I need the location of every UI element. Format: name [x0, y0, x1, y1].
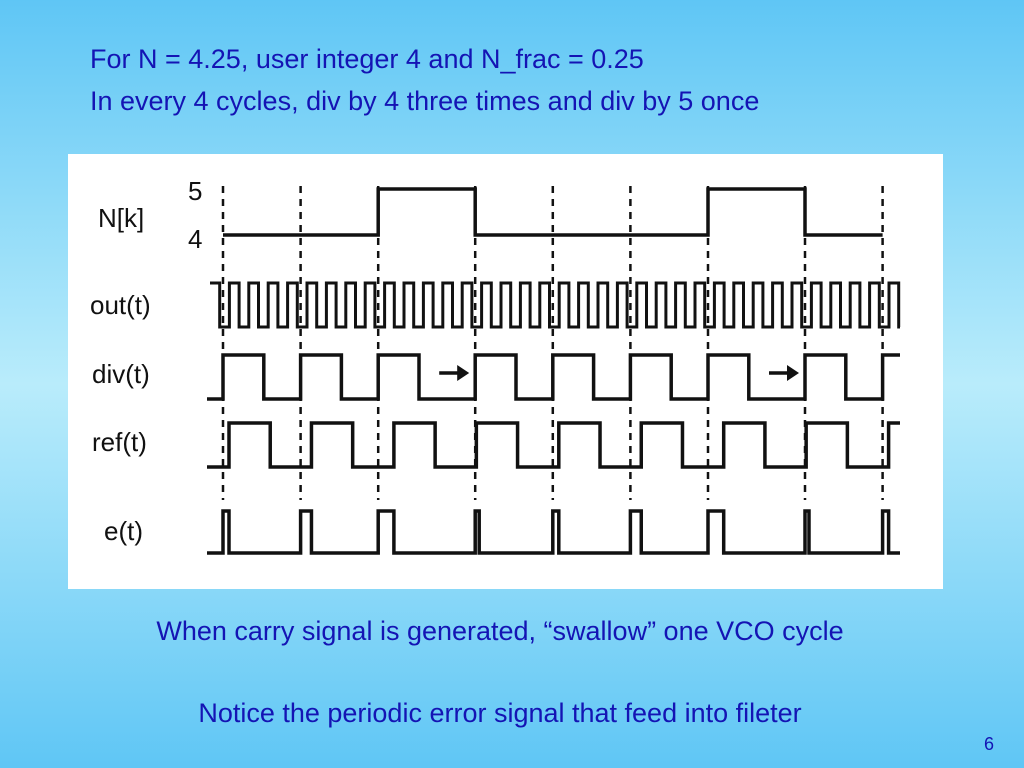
label-e: e(t) — [104, 516, 143, 546]
page-number: 6 — [984, 734, 995, 754]
level-4: 4 — [188, 224, 202, 254]
ref-trace — [207, 421, 900, 469]
label-ref: ref(t) — [92, 427, 147, 457]
timing-diagram-panel: N[k] out(t) div(t) ref(t) e(t) 5 4 — [68, 154, 943, 589]
swallow-arrow-head-6 — [787, 365, 799, 381]
div-trace — [207, 353, 900, 401]
error-note: Notice the periodic error signal that fe… — [198, 698, 802, 728]
heading-line-1: For N = 4.25, user integer 4 and N_frac … — [90, 44, 644, 74]
swallow-arrows — [439, 365, 799, 381]
heading-line-2: In every 4 cycles, div by 4 three times … — [90, 86, 760, 116]
carry-note: When carry signal is generated, “swallow… — [156, 616, 844, 646]
swallow-arrow-head-2 — [457, 365, 470, 381]
timing-diagram: N[k] out(t) div(t) ref(t) e(t) 5 4 — [90, 176, 901, 555]
cycle-boundary-guides — [221, 186, 884, 500]
out-trace — [210, 281, 901, 329]
nk-trace — [223, 187, 883, 237]
level-5: 5 — [188, 176, 202, 206]
label-nk: N[k] — [98, 203, 144, 233]
label-out: out(t) — [90, 290, 151, 320]
label-div: div(t) — [92, 359, 150, 389]
e-trace — [207, 509, 900, 555]
signal-traces — [207, 187, 901, 555]
